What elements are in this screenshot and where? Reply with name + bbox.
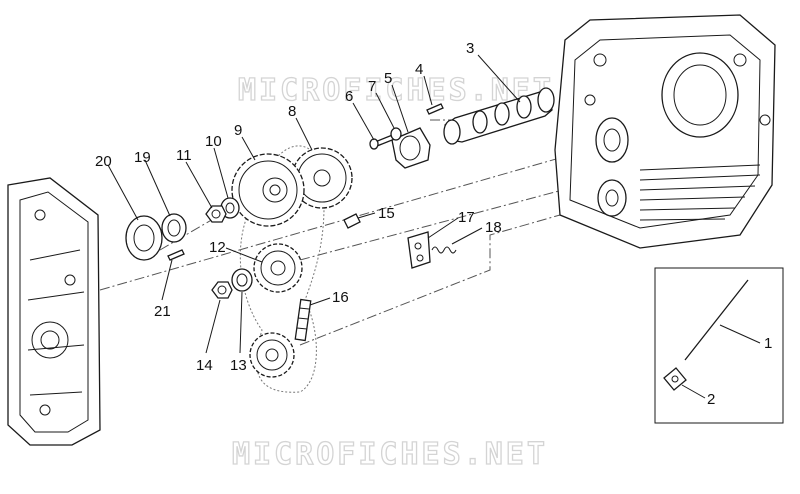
- callout-15: 15: [378, 205, 395, 222]
- callout-10: 10: [205, 133, 222, 150]
- callout-4: 4: [415, 61, 423, 78]
- oil-seal: [161, 213, 187, 243]
- washer-small: [390, 127, 402, 141]
- callout-16: 16: [332, 289, 349, 306]
- callout-12: 12: [209, 239, 226, 256]
- callout-6: 6: [345, 88, 353, 105]
- timing-chain: [294, 298, 312, 342]
- callout-17: 17: [458, 209, 475, 226]
- callout-9: 9: [234, 122, 242, 139]
- leader-lines: [107, 54, 761, 399]
- crankshaft-gear: [249, 332, 295, 378]
- callout-5: 5: [384, 70, 392, 87]
- callout-20: 20: [95, 153, 112, 170]
- spring: [431, 246, 457, 254]
- callout-8: 8: [288, 103, 296, 120]
- pin: [426, 103, 444, 115]
- camshaft: [443, 87, 555, 145]
- screw-small: [167, 249, 185, 261]
- watermark-bottom: MICROFICHES.NET: [232, 437, 548, 472]
- callout-18: 18: [485, 219, 502, 236]
- engine-block: [554, 14, 776, 249]
- tensioner-bracket: [407, 231, 431, 269]
- key: [343, 213, 361, 229]
- camshaft-flange: [391, 127, 431, 169]
- callout-2: 2: [707, 391, 715, 408]
- intermediate-gear: [253, 243, 303, 293]
- callout-11: 11: [176, 147, 192, 164]
- callout-19: 19: [134, 149, 151, 166]
- nut: [205, 205, 227, 223]
- callout-14: 14: [196, 357, 213, 374]
- callout-1: 1: [764, 335, 772, 352]
- washer-large: [231, 268, 253, 292]
- crankcase-cover: [7, 177, 101, 446]
- callout-labels: 1 2 3 4 5 6 7 8 9 10 11 12 13 14 15 16 1…: [95, 40, 772, 408]
- bearing-cover: [125, 215, 163, 261]
- nut-lower: [211, 281, 233, 299]
- callout-13: 13: [230, 357, 247, 374]
- callout-21: 21: [154, 303, 171, 320]
- inset-box: [654, 267, 784, 424]
- callout-3: 3: [466, 40, 474, 57]
- callout-7: 7: [368, 78, 376, 95]
- timing-gear-large: [231, 153, 305, 227]
